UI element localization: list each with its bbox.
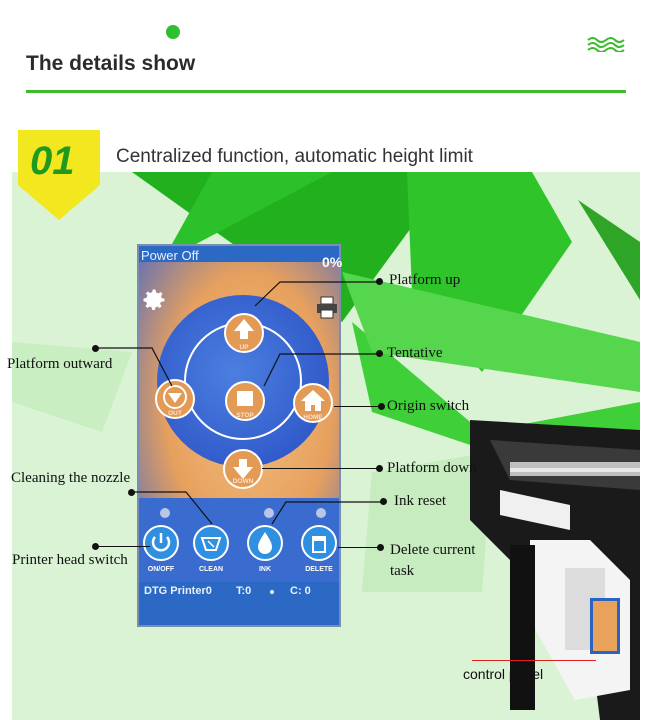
power-button-label: ON/OFF [147, 566, 175, 573]
clean-button-label: CLEAN [198, 566, 224, 573]
wave-icon [587, 37, 625, 52]
control-panel-line [472, 660, 596, 662]
callout-dot [376, 465, 383, 472]
callout-line [334, 406, 380, 408]
delete-button-label: DELETE [305, 566, 333, 573]
callout-line [338, 547, 380, 549]
callout-dot [92, 345, 99, 352]
up-button-label: UP [239, 344, 249, 351]
indicator-dot [316, 508, 326, 518]
callout-origin-switch: Origin switch [387, 398, 470, 414]
callout-cleaning-nozzle: Cleaning the nozzle [11, 470, 131, 486]
page-title: The details show [26, 52, 196, 75]
gear-icon[interactable] [140, 286, 168, 314]
stop-button-label: STOP [236, 412, 254, 419]
footer-separator [270, 590, 274, 594]
callout-line [262, 468, 378, 470]
panel-status: Power Off [141, 248, 199, 263]
header-dot-icon [166, 25, 180, 39]
header-divider [26, 90, 626, 93]
callout-line [96, 347, 173, 387]
callout-platform-down: Platform down [387, 460, 477, 476]
callout-ink-reset: Ink reset [394, 493, 447, 509]
callout-platform-outward: Platform outward [7, 356, 113, 372]
callout-line [263, 353, 380, 387]
callout-printer-head-switch: Printer head switch [12, 552, 128, 568]
stop-button[interactable] [224, 380, 266, 422]
out-button[interactable] [154, 378, 196, 420]
footer-c-count: C: 0 [290, 585, 311, 597]
panel-percent: 0% [322, 254, 343, 270]
number-badge [18, 130, 100, 220]
callout-delete-task: Delete current task [390, 542, 476, 579]
callout-dot [376, 278, 383, 285]
ink-button[interactable] [246, 524, 284, 562]
up-button[interactable] [223, 312, 265, 354]
printer-icon [317, 296, 337, 319]
callout-tentative: Tentative [387, 345, 443, 361]
section-subtitle: Centralized function, automatic height l… [116, 146, 473, 167]
callout-line [254, 281, 378, 307]
down-button-label: DOWN [232, 478, 254, 485]
control-panel-label: control panel [463, 666, 544, 682]
home-button-label: HOME [303, 414, 323, 421]
callout-platform-up: Platform up [389, 272, 461, 288]
footer-printer-name: DTG Printer0 [144, 585, 212, 597]
delete-button[interactable] [300, 524, 338, 562]
indicator-dot [264, 508, 274, 518]
home-button[interactable] [292, 382, 334, 424]
out-button-label: OUT [168, 410, 182, 417]
callout-line [132, 491, 213, 525]
indicator-dot [160, 508, 170, 518]
callout-dot [380, 498, 387, 505]
callout-dot [128, 489, 135, 496]
callout-line [271, 501, 382, 525]
callout-line [94, 546, 150, 548]
ink-button-label: INK [258, 566, 272, 573]
callout-dot [377, 544, 384, 551]
footer-t-count: T:0 [236, 585, 252, 597]
section-number: 01 [30, 139, 75, 183]
clean-button[interactable] [192, 524, 230, 562]
callout-dot [378, 403, 385, 410]
power-button[interactable] [142, 524, 180, 562]
